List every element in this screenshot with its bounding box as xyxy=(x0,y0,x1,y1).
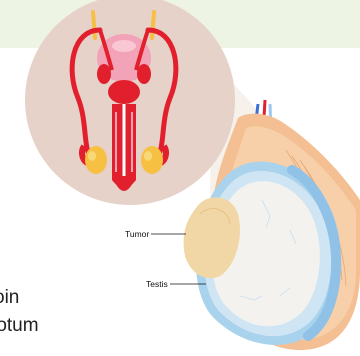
groin-text-fragment: oin xyxy=(0,287,19,309)
tumor-label: Tumor xyxy=(125,229,149,239)
scrotum-text-fragment: rotum xyxy=(0,315,39,337)
testis-label: Testis xyxy=(146,279,168,289)
